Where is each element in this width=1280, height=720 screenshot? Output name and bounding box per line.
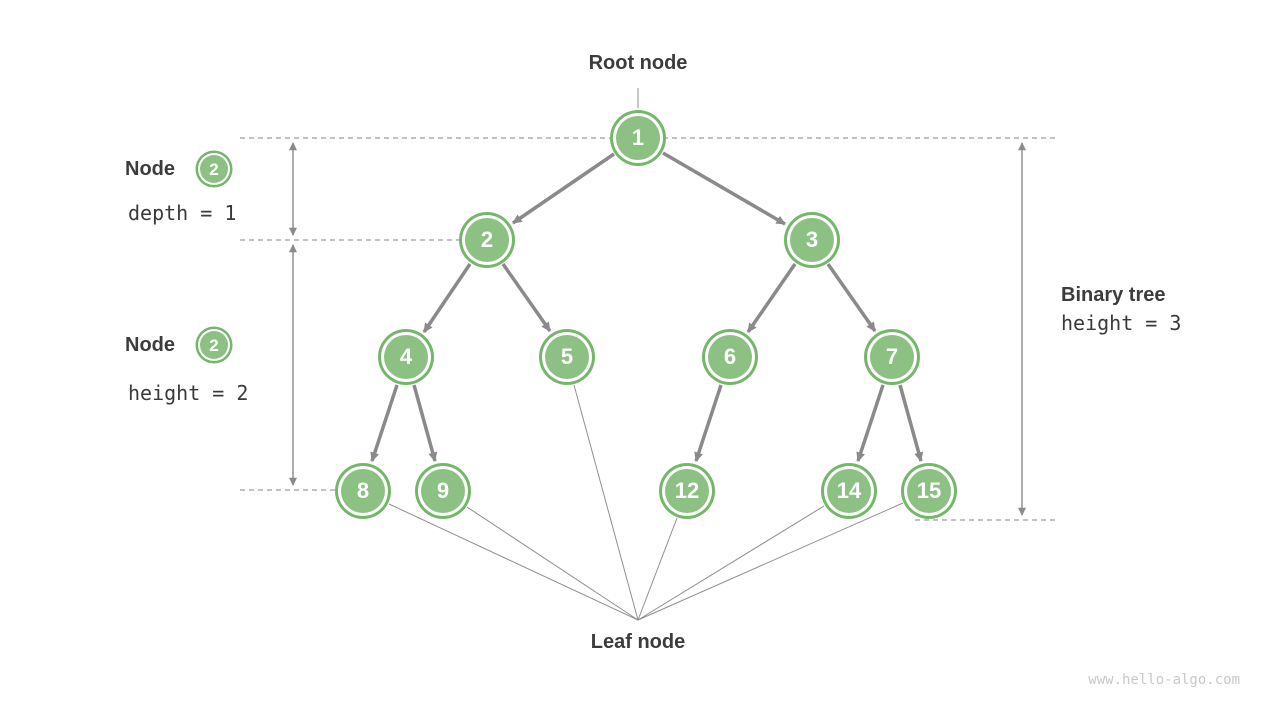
tree-edge-2-4	[422, 263, 472, 333]
watermark-url: www.hello-algo.com	[1088, 672, 1240, 688]
binary-tree-equation: height = 3	[1061, 311, 1182, 335]
tree-edge-1-2	[512, 152, 615, 225]
tree-node-9: 9	[421, 469, 465, 513]
tree-node-6: 6	[708, 335, 752, 379]
leaf-pointer-line-9	[466, 506, 639, 621]
tree-node-4: 4	[384, 335, 428, 379]
tree-node-2: 2	[465, 218, 509, 262]
node-depth-equation: depth = 1	[128, 201, 237, 225]
tree-node-15: 15	[907, 469, 951, 513]
node-depth-title: Node	[125, 158, 175, 180]
tree-edge-7-14	[856, 384, 885, 462]
tree-edge-3-7	[826, 262, 877, 333]
tree-node-14: 14	[827, 469, 871, 513]
node-height-badge: 2	[200, 331, 228, 359]
binary-tree-title: Binary tree	[1061, 284, 1166, 306]
node-depth-badge: 2	[200, 155, 228, 183]
tree-node-1: 1	[616, 116, 660, 160]
tree-node-5: 5	[545, 335, 589, 379]
tree-node-8: 8	[341, 469, 385, 513]
tree-edge-2-5	[501, 262, 552, 333]
tree-edge-7-15	[898, 384, 924, 462]
tree-edge-4-9	[412, 384, 438, 462]
tree-edge-3-6	[746, 263, 797, 333]
leaf-pointer-line-14	[637, 505, 825, 621]
tree-node-7: 7	[870, 335, 914, 379]
tree-node-3: 3	[790, 218, 834, 262]
tree-node-12: 12	[665, 469, 709, 513]
leaf-pointer-line-12	[637, 517, 678, 621]
node-height-title: Node	[125, 334, 175, 356]
leaf-pointer-line-5	[573, 384, 639, 621]
tree-edge-6-12	[694, 384, 723, 462]
leaf-pointer-line-15	[637, 502, 904, 621]
node-height-equation: height = 2	[128, 381, 249, 405]
tree-edge-4-8	[370, 384, 399, 462]
tree-edge-1-3	[662, 151, 786, 226]
leaf-pointer-line-8	[388, 503, 639, 621]
leaf-node-label: Leaf node	[590, 631, 686, 653]
root-node-label: Root node	[588, 52, 688, 74]
